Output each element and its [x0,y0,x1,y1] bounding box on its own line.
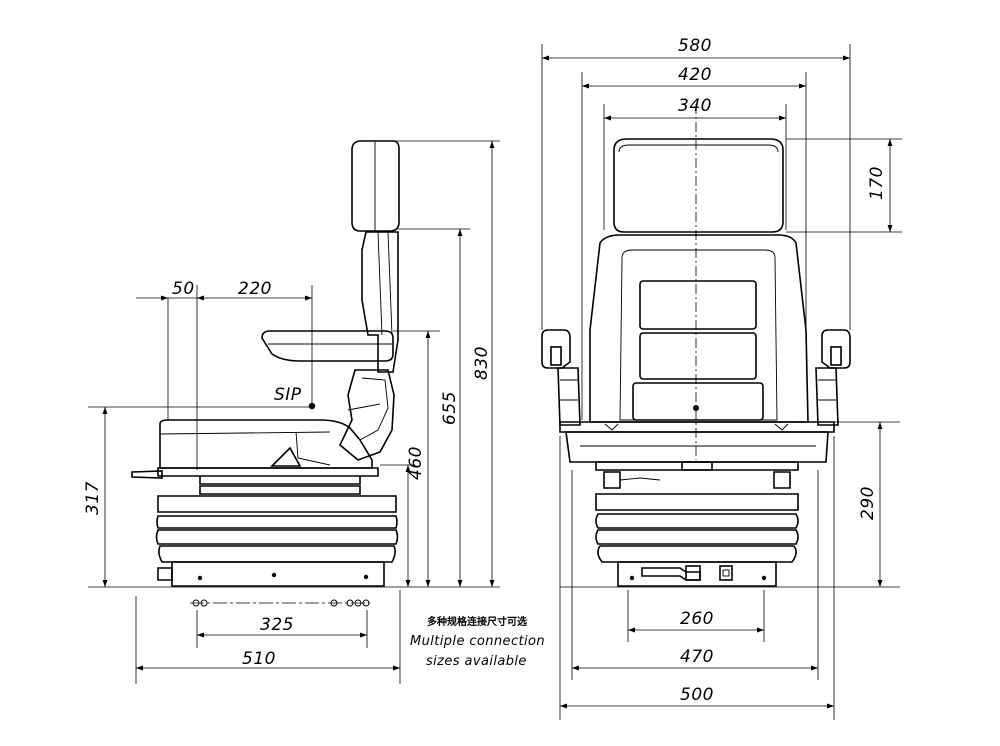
note-chinese: 多种规格连接尺寸可选 [427,615,527,628]
side-backrest [361,231,399,373]
dim-suspension-height: 290 [858,486,878,520]
front-headrest [613,138,784,233]
side-seat-pan [157,467,379,477]
dim-armrest-height: 655 [440,391,460,425]
connection-note: 多种规格连接尺寸可选 Multiple connection sizes ava… [410,615,545,669]
front-seat [559,421,835,433]
dim-seat-height: 460 [406,446,426,480]
dim-sip-to-back: 220 [238,279,272,299]
note-english-line2: sizes available [426,654,527,669]
dim-mount-spacing-side: 325 [260,615,294,635]
dim-armrest-width: 580 [678,36,712,56]
front-armrest-left [541,329,571,369]
back-panel-mid [639,332,757,380]
back-panel-bottom [632,382,764,421]
front-bellows [595,513,799,563]
dim-sip-height: 317 [83,481,103,515]
dim-armrest-offset: 50 [172,279,195,299]
sip-point [308,402,316,410]
front-backrest [589,234,809,423]
dim-headrest-height: 170 [867,166,887,200]
side-headrest [351,140,400,232]
note-english-line1: Multiple connection [410,634,545,649]
side-view: 50 220 SIP 317 460 655 830 325 510 [83,140,500,684]
side-base [171,561,385,587]
front-base [617,561,777,587]
side-adjust-handle [131,470,163,479]
side-seat-cushion [159,419,373,469]
front-armrest-right [821,329,851,369]
dim-base-width: 500 [680,685,714,705]
dim-overall-height: 830 [472,346,492,380]
side-pivot-bracket [339,369,395,461]
front-weight-lever [641,567,701,581]
dim-seat-width: 470 [680,647,714,667]
sip-label: SIP [274,385,302,405]
side-bellows [155,515,399,563]
dim-depth: 510 [242,649,276,669]
dim-headrest-width: 340 [678,96,712,116]
front-view: 580 420 340 170 290 260 470 500 [541,36,902,720]
dim-back-width: 420 [678,65,712,85]
back-panel-top [639,280,757,330]
dim-mount-spacing-front: 260 [680,609,714,629]
side-armrest [261,330,394,362]
